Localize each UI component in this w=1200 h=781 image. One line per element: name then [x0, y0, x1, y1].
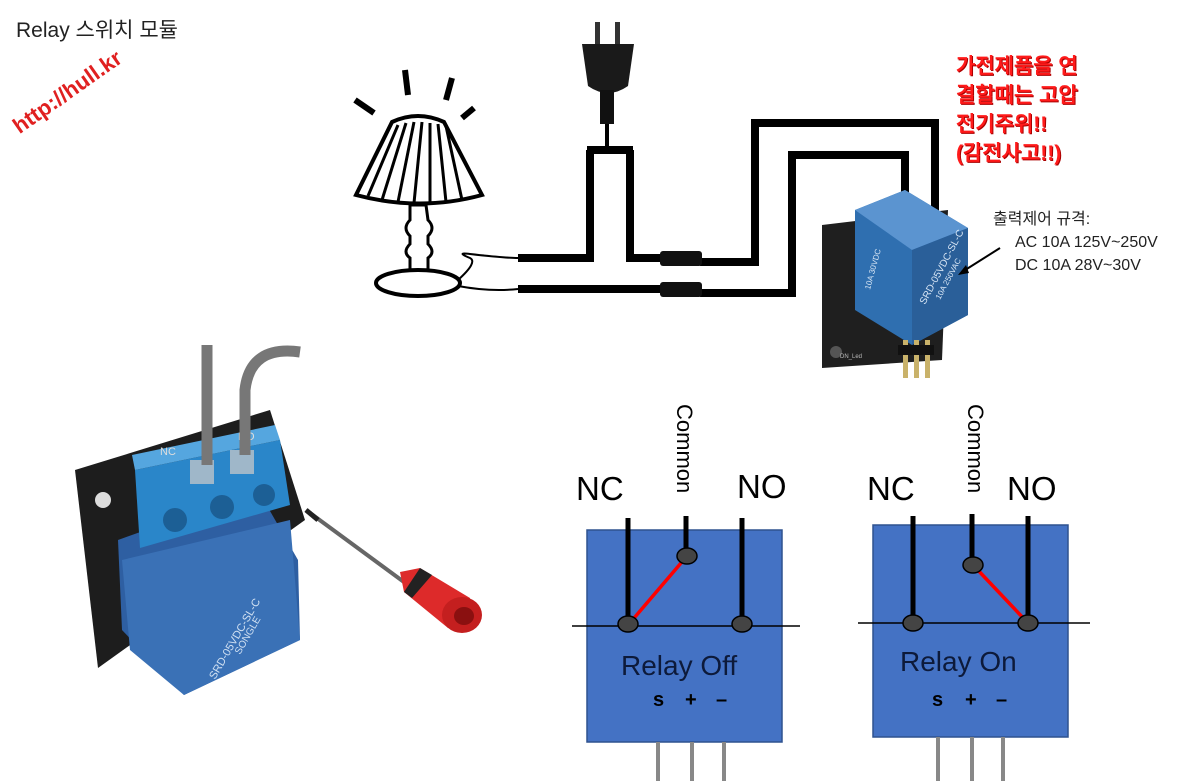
on-pin-minus: –: [996, 689, 1008, 711]
off-common-label: Common: [672, 404, 697, 494]
spec-heading: 출력제어 규격:: [993, 211, 1091, 228]
page-title: Relay 스위치 모듈: [16, 19, 178, 42]
off-pin-minus: –: [716, 689, 728, 711]
on-pin-plus: +: [965, 689, 977, 711]
warning-line: (감전사고!!): [956, 142, 1062, 165]
on-no-label: NO: [1007, 470, 1057, 507]
screwdriver-icon: [304, 508, 482, 633]
warning-note: 가전제품을 연 결할때는 고압 전기주위!! (감전사고!!): [956, 52, 1136, 168]
power-wiring: [518, 119, 939, 297]
on-state-label: Relay On: [900, 646, 1017, 677]
connector-lower: [660, 282, 702, 297]
spec-dc: DC 10A 28V~30V: [1015, 257, 1141, 274]
on-nc-label: NC: [867, 470, 915, 507]
spec-ac: AC 10A 125V~250V: [1015, 234, 1158, 251]
warning-line: 결할때는 고압: [956, 84, 1078, 107]
off-nc-label: NC: [576, 470, 624, 507]
spec-arrow: [961, 247, 1001, 273]
on-pin-s: s: [932, 689, 944, 711]
led-label: DN_Led: [840, 354, 862, 360]
relay-module-top: SRD-05VDC-SL-C 10A 250VAC 10A 30VDC DN_L…: [822, 190, 968, 378]
warning-line: 전기주위!!: [956, 113, 1048, 136]
output-spec: 출력제어 규격: AC 10A 125V~250V DC 10A 28V~30V: [993, 208, 1158, 277]
relay-diagram-on: [858, 514, 1090, 781]
off-pin-plus: +: [685, 689, 697, 711]
connector-upper: [660, 251, 702, 266]
off-state-label: Relay Off: [621, 650, 738, 681]
relay-diagram-off: [572, 516, 800, 781]
lamp-icon: [353, 69, 519, 298]
grey-wires: [201, 345, 301, 465]
off-no-label: NO: [737, 468, 787, 505]
terminal-nc-label: NC: [160, 446, 176, 458]
relay-module-photo: SRD-05VDC-SL-C SONGLE NC NO: [75, 410, 305, 695]
off-pin-s: s: [653, 689, 665, 711]
on-common-label: Common: [963, 404, 988, 494]
plug-icon: [582, 22, 634, 150]
warning-line: 가전제품을 연: [956, 55, 1078, 78]
